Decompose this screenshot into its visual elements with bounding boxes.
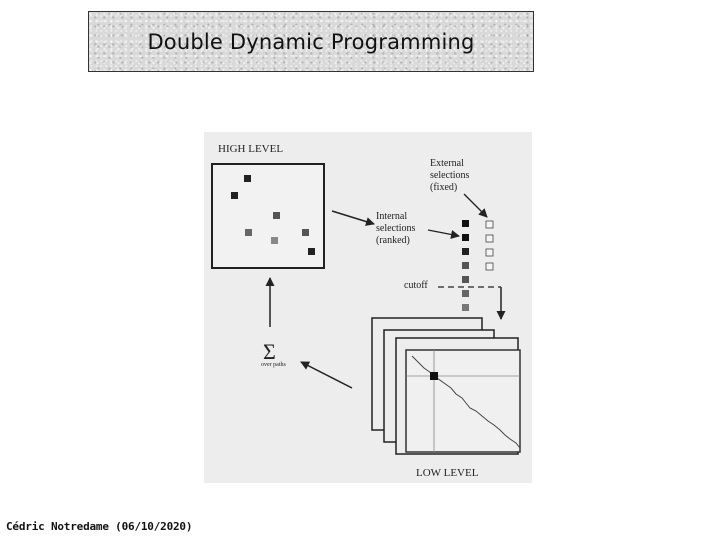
high-level-dot bbox=[245, 229, 252, 236]
internal-line-1: Internal bbox=[376, 211, 407, 222]
external-arrow bbox=[463, 193, 488, 218]
external-line-2: selections bbox=[430, 170, 470, 181]
low-level-matrix bbox=[405, 349, 521, 453]
high-level-dot bbox=[273, 212, 280, 219]
internal-line-3: (ranked) bbox=[376, 235, 410, 246]
external-selections-label: External selections (fixed) bbox=[430, 158, 472, 193]
internal-line-2: selections bbox=[376, 223, 416, 234]
external-fixed-square bbox=[485, 234, 494, 243]
external-fixed-square bbox=[485, 248, 494, 257]
external-line-3: (fixed) bbox=[430, 182, 457, 193]
low-to-sum-arrow bbox=[300, 361, 353, 389]
cutoff-label: cutoff bbox=[404, 280, 428, 291]
high-level-dot bbox=[302, 229, 309, 236]
high-level-dot bbox=[244, 175, 251, 182]
internal-rank-square bbox=[462, 276, 469, 283]
matrix-selected-cell bbox=[430, 372, 438, 380]
internal-arrow bbox=[427, 229, 460, 239]
low-level-label: LOW LEVEL bbox=[416, 467, 479, 479]
footer-credit: Cédric Notredame (06/10/2020) bbox=[6, 520, 193, 533]
ddp-diagram: HIGH LEVEL External selections (fixed) I… bbox=[204, 132, 532, 483]
sum-symbol: Σ bbox=[263, 339, 276, 364]
high-to-internal-arrow bbox=[331, 210, 375, 226]
slide-title: Double Dynamic Programming bbox=[147, 29, 475, 54]
external-fixed-square bbox=[485, 262, 494, 271]
internal-rank-square bbox=[462, 290, 469, 297]
internal-selections-label: Internal selections (ranked) bbox=[376, 211, 418, 246]
high-level-dot bbox=[231, 192, 238, 199]
internal-rank-square bbox=[462, 220, 469, 227]
high-level-label: HIGH LEVEL bbox=[218, 143, 283, 155]
sum-caption: over paths bbox=[261, 362, 286, 368]
external-line-1: External bbox=[430, 158, 464, 169]
internal-rank-square bbox=[462, 262, 469, 269]
high-level-box bbox=[211, 163, 325, 269]
internal-rank-square bbox=[462, 248, 469, 255]
internal-rank-square bbox=[462, 304, 469, 311]
high-level-dot bbox=[308, 248, 315, 255]
internal-rank-square bbox=[462, 234, 469, 241]
title-box: Double Dynamic Programming bbox=[88, 11, 534, 72]
external-fixed-square bbox=[485, 220, 494, 229]
high-level-dot bbox=[271, 237, 278, 244]
